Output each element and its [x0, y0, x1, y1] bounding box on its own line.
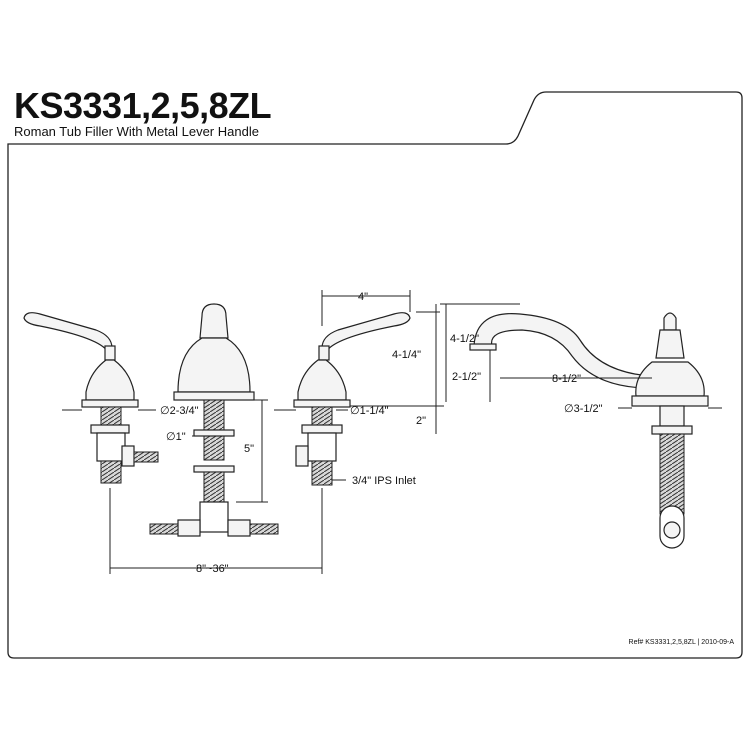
right-handle-valve	[293, 312, 411, 486]
dim-spout-reach: 8-1/2"	[552, 373, 581, 385]
dim-escutcheon-small: ∅1-1/4"	[350, 405, 389, 417]
dim-handle-width: 4"	[358, 291, 368, 303]
sheet-frame	[7, 91, 743, 659]
dim-spout-height: 4-1/2"	[450, 333, 479, 345]
left-handle-valve	[23, 312, 159, 484]
dimension-lines	[62, 290, 722, 574]
dim-deck-thickness: 2"	[416, 415, 426, 427]
dim-escutcheon-large: ∅2-3/4"	[160, 405, 199, 417]
footer-reference: Ref# KS3331,2,5,8ZL | 2010-09-A	[629, 639, 735, 646]
dim-handle-height: 4-1/4"	[392, 349, 421, 361]
center-valve-body	[149, 303, 279, 537]
dim-spread: 8"~36"	[196, 563, 229, 575]
dim-spout-rise: 2-1/2"	[452, 371, 481, 383]
model-title: KS3331,2,5,8ZL	[14, 85, 272, 126]
side-view-spout	[469, 312, 709, 549]
dim-hole-diameter: ∅1"	[166, 431, 186, 443]
dim-shank-length: 5"	[244, 443, 254, 455]
dim-escutcheon-spout: ∅3-1/2"	[564, 403, 603, 415]
dim-inlet: 3/4" IPS Inlet	[352, 475, 416, 487]
model-description: Roman Tub Filler With Metal Lever Handle	[14, 124, 259, 139]
